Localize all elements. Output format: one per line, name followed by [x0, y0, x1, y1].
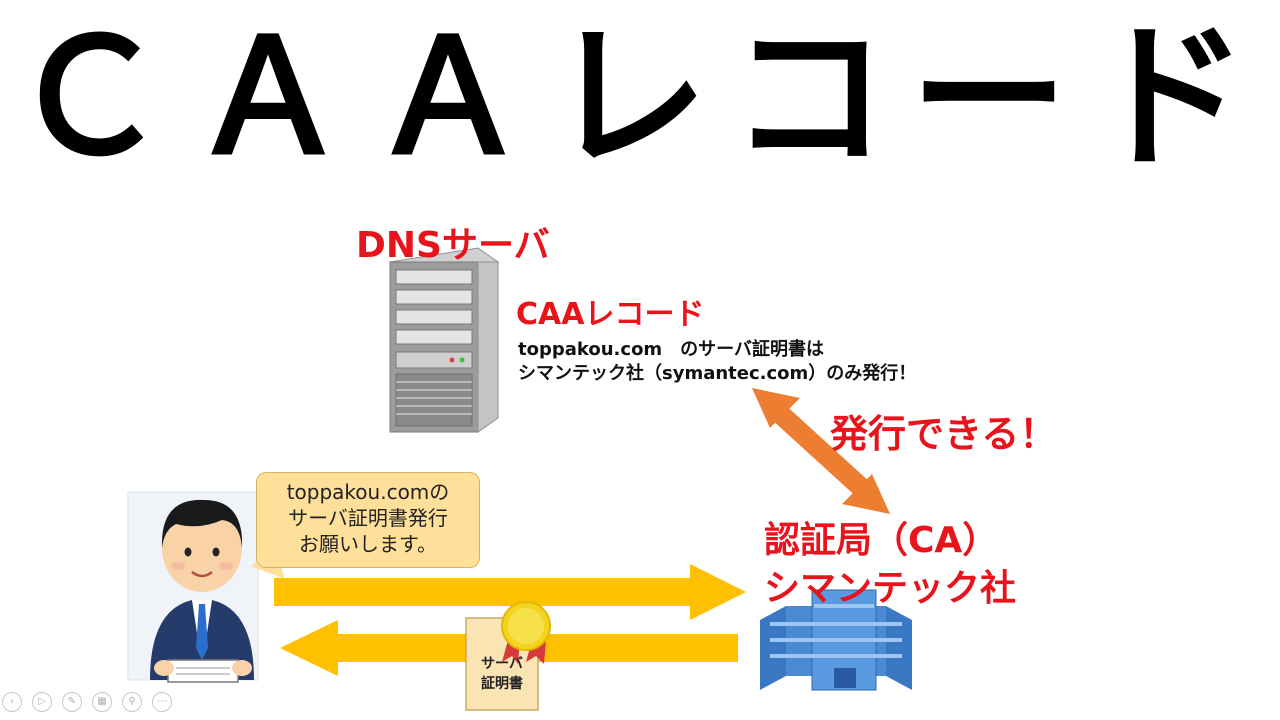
server-icon [388, 247, 500, 433]
ca-label: 認証局（CA） [764, 520, 999, 561]
zoom-icon[interactable]: ⚲ [122, 692, 142, 712]
slide-title: ＣＡＡレコード [10, 6, 1270, 190]
request-speech-bubble: toppakou.comの サーバ証明書発行 お願いします。 [256, 472, 480, 568]
dns-server-label: DNSサーバ [356, 225, 550, 266]
verify-arrow [752, 388, 890, 514]
request-arrow [274, 564, 746, 620]
play-icon[interactable]: ▷ [32, 692, 52, 712]
prev-icon[interactable]: ‹ [2, 692, 22, 712]
caa-desc-line: シマンテック社（symantec.com）のみ発行！ [518, 363, 917, 384]
presentation-toolbar: ‹ ▷ ✎ ▦ ⚲ ⋯ [2, 692, 172, 716]
building-icon [760, 589, 912, 691]
pen-icon[interactable]: ✎ [62, 692, 82, 712]
certificate-line: 証明書 [481, 676, 523, 692]
caa-record-description: toppakou.com のサーバ証明書は シマンテック社（symantec.c… [518, 338, 916, 386]
certificate-line: サーバ [481, 656, 523, 672]
certificate-icon [465, 601, 551, 711]
certificate-label: サーバ 証明書 [470, 654, 534, 694]
user-avatar [127, 491, 259, 683]
bubble-line: お願いします。 [299, 532, 437, 556]
bubble-line: toppakou.comの [286, 480, 450, 504]
bubble-line: サーバ証明書発行 [288, 506, 448, 530]
more-icon[interactable]: ⋯ [152, 692, 172, 712]
ca-company-label: シマンテック社 [764, 568, 1017, 609]
caa-record-label: CAAレコード [516, 297, 705, 332]
slides-icon[interactable]: ▦ [92, 692, 112, 712]
issue-ok-label: 発行できる！ [830, 412, 1058, 456]
caa-desc-line: toppakou.com のサーバ証明書は [518, 339, 825, 360]
